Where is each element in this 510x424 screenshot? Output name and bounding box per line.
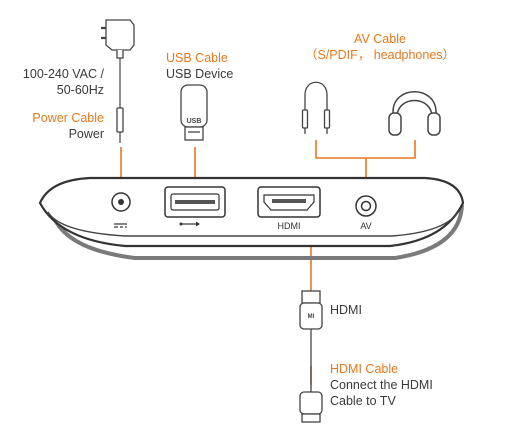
port-label-av: AV: [360, 221, 371, 231]
power-port-icon: [111, 192, 131, 228]
hdmi-label: HDMI: [330, 303, 362, 317]
usb-flash-drive-icon: [180, 84, 208, 141]
usb-cable-label: USB Cable: [166, 51, 228, 65]
voltage-label-line2: 50-60Hz: [56, 83, 104, 97]
voltage-label-line1: 100-240 VAC /: [22, 67, 104, 81]
connector-lines: [120, 140, 416, 385]
av-port-icon: [355, 195, 377, 217]
hdmi-plug-text: MI: [308, 314, 315, 320]
usb-port-icon: [164, 186, 226, 227]
power-adapter-icon: [101, 19, 135, 143]
usb-device-label: USB Device: [166, 67, 234, 81]
hdmi-desc-line2: Cable to TV: [330, 394, 396, 408]
hdmi-cable-label: HDMI Cable: [330, 362, 399, 376]
device-bottom-edge: [47, 211, 459, 237]
set-top-box-icon: [38, 176, 465, 260]
power-cable-label: Power Cable: [32, 111, 104, 125]
usb-plug-text: USB: [187, 118, 202, 125]
av-cable-icon: [301, 81, 331, 134]
hdmi-cable-icon: [299, 290, 323, 423]
av-cable-label: AV Cable: [354, 32, 406, 46]
device-body: [38, 176, 465, 248]
av-connector-bracket: [315, 140, 416, 159]
av-cable-sublabel: （S/PDIF， headphones）: [304, 48, 456, 62]
hdmi-desc-line1: Connect the HDMI: [330, 378, 433, 392]
headphones-icon: [388, 91, 441, 136]
port-label-hdmi: HDMI: [278, 221, 301, 231]
hdmi-port-icon: [257, 186, 321, 218]
power-label: Power: [68, 127, 104, 141]
